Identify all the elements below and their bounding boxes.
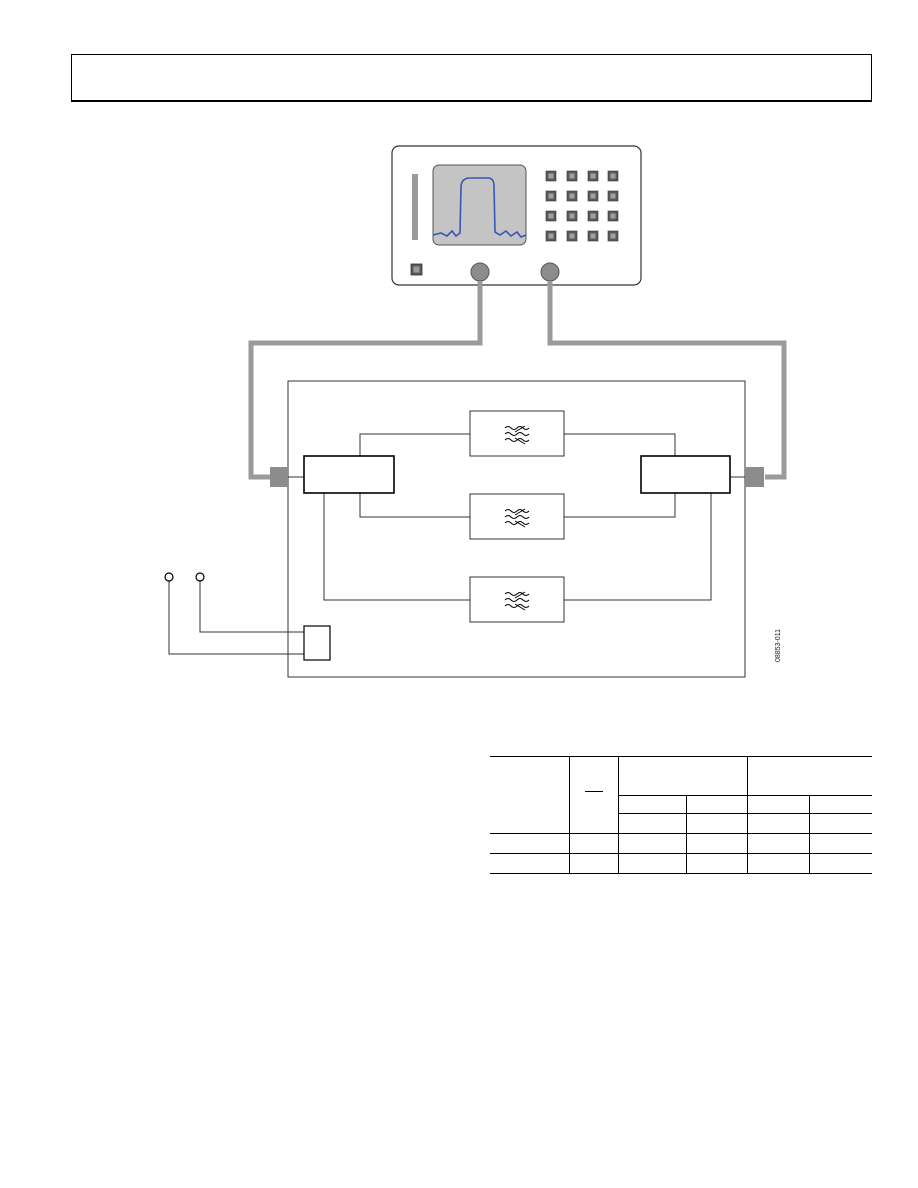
table-cell xyxy=(490,853,570,874)
table-cell xyxy=(686,813,748,834)
rf-switch-right xyxy=(640,455,731,494)
table-cell xyxy=(747,853,810,874)
cable-right xyxy=(547,281,787,480)
table-cell xyxy=(618,813,687,834)
page-header-box xyxy=(71,54,872,102)
analyzer-keypad[interactable] xyxy=(545,170,619,242)
table-row xyxy=(490,853,872,874)
power-button-face xyxy=(413,266,420,273)
rf-output-port-icon[interactable] xyxy=(470,262,490,282)
table-cell xyxy=(809,833,872,854)
keypad-key-face xyxy=(590,213,596,219)
keypad-key-face xyxy=(569,213,575,219)
table-header-group-1 xyxy=(618,756,748,796)
table-header-group-2 xyxy=(747,756,872,796)
control-wiring xyxy=(168,581,304,655)
bandpass-filter-icon xyxy=(504,508,530,528)
cable-left xyxy=(248,281,483,480)
filter-block-1 xyxy=(469,410,565,457)
table-row xyxy=(490,833,872,854)
test-setup-diagram: 08853-011 xyxy=(164,145,787,678)
spectrum-trace-icon xyxy=(432,177,527,238)
table-subheader-cell xyxy=(686,795,748,814)
keypad-key-face xyxy=(569,233,575,239)
overbar-label xyxy=(584,790,603,792)
control-terminal-2[interactable] xyxy=(195,572,205,582)
table-subheader-cell xyxy=(618,795,687,814)
board-wiring xyxy=(288,433,745,601)
table-cell xyxy=(618,833,687,854)
table-cell xyxy=(686,833,748,854)
keypad-key-face xyxy=(610,213,616,219)
keypad-key-face xyxy=(569,173,575,179)
filter-block-2 xyxy=(469,493,565,540)
table-row xyxy=(490,813,872,834)
bandpass-filter-icon xyxy=(504,425,530,445)
table-subheader-cell xyxy=(747,795,810,814)
table-cell xyxy=(569,853,619,874)
control-terminal-1[interactable] xyxy=(164,572,174,582)
keypad-key-face xyxy=(610,233,616,239)
table-cell xyxy=(809,813,872,834)
table-cell xyxy=(747,833,810,854)
bandpass-filter-icon xyxy=(504,591,530,611)
rf-switch-left xyxy=(303,455,395,494)
board-connector-right xyxy=(745,467,764,487)
table-cell xyxy=(686,853,748,874)
table-cell xyxy=(490,833,570,854)
keypad-key-face xyxy=(590,173,596,179)
truth-table xyxy=(490,756,872,874)
keypad-key-face xyxy=(590,193,596,199)
board-connector-left xyxy=(270,467,288,487)
table-header-overbar-cell xyxy=(569,756,619,814)
table-cell xyxy=(747,813,810,834)
analyzer-screen xyxy=(432,164,527,246)
table-cell xyxy=(569,833,619,854)
keypad-key-face xyxy=(548,193,554,199)
keypad-key-face xyxy=(548,233,554,239)
keypad-key-face xyxy=(569,193,575,199)
analyzer-side-bar xyxy=(412,174,418,240)
table-cell xyxy=(569,813,619,834)
figure-code: 08853-011 xyxy=(775,629,782,662)
rf-input-port-icon[interactable] xyxy=(540,262,560,282)
keypad-key-face xyxy=(590,233,596,239)
filter-block-3 xyxy=(469,576,565,623)
table-cell xyxy=(809,853,872,874)
table-header-cell xyxy=(490,756,570,814)
keypad-key-face xyxy=(548,213,554,219)
table-subheader-cell xyxy=(809,795,872,814)
decoder-block xyxy=(303,625,331,661)
keypad-key-face xyxy=(610,173,616,179)
keypad-key-face xyxy=(548,173,554,179)
table-cell xyxy=(490,813,570,834)
spectrum-analyzer xyxy=(391,145,642,286)
keypad-key-face xyxy=(610,193,616,199)
table-cell xyxy=(618,853,687,874)
